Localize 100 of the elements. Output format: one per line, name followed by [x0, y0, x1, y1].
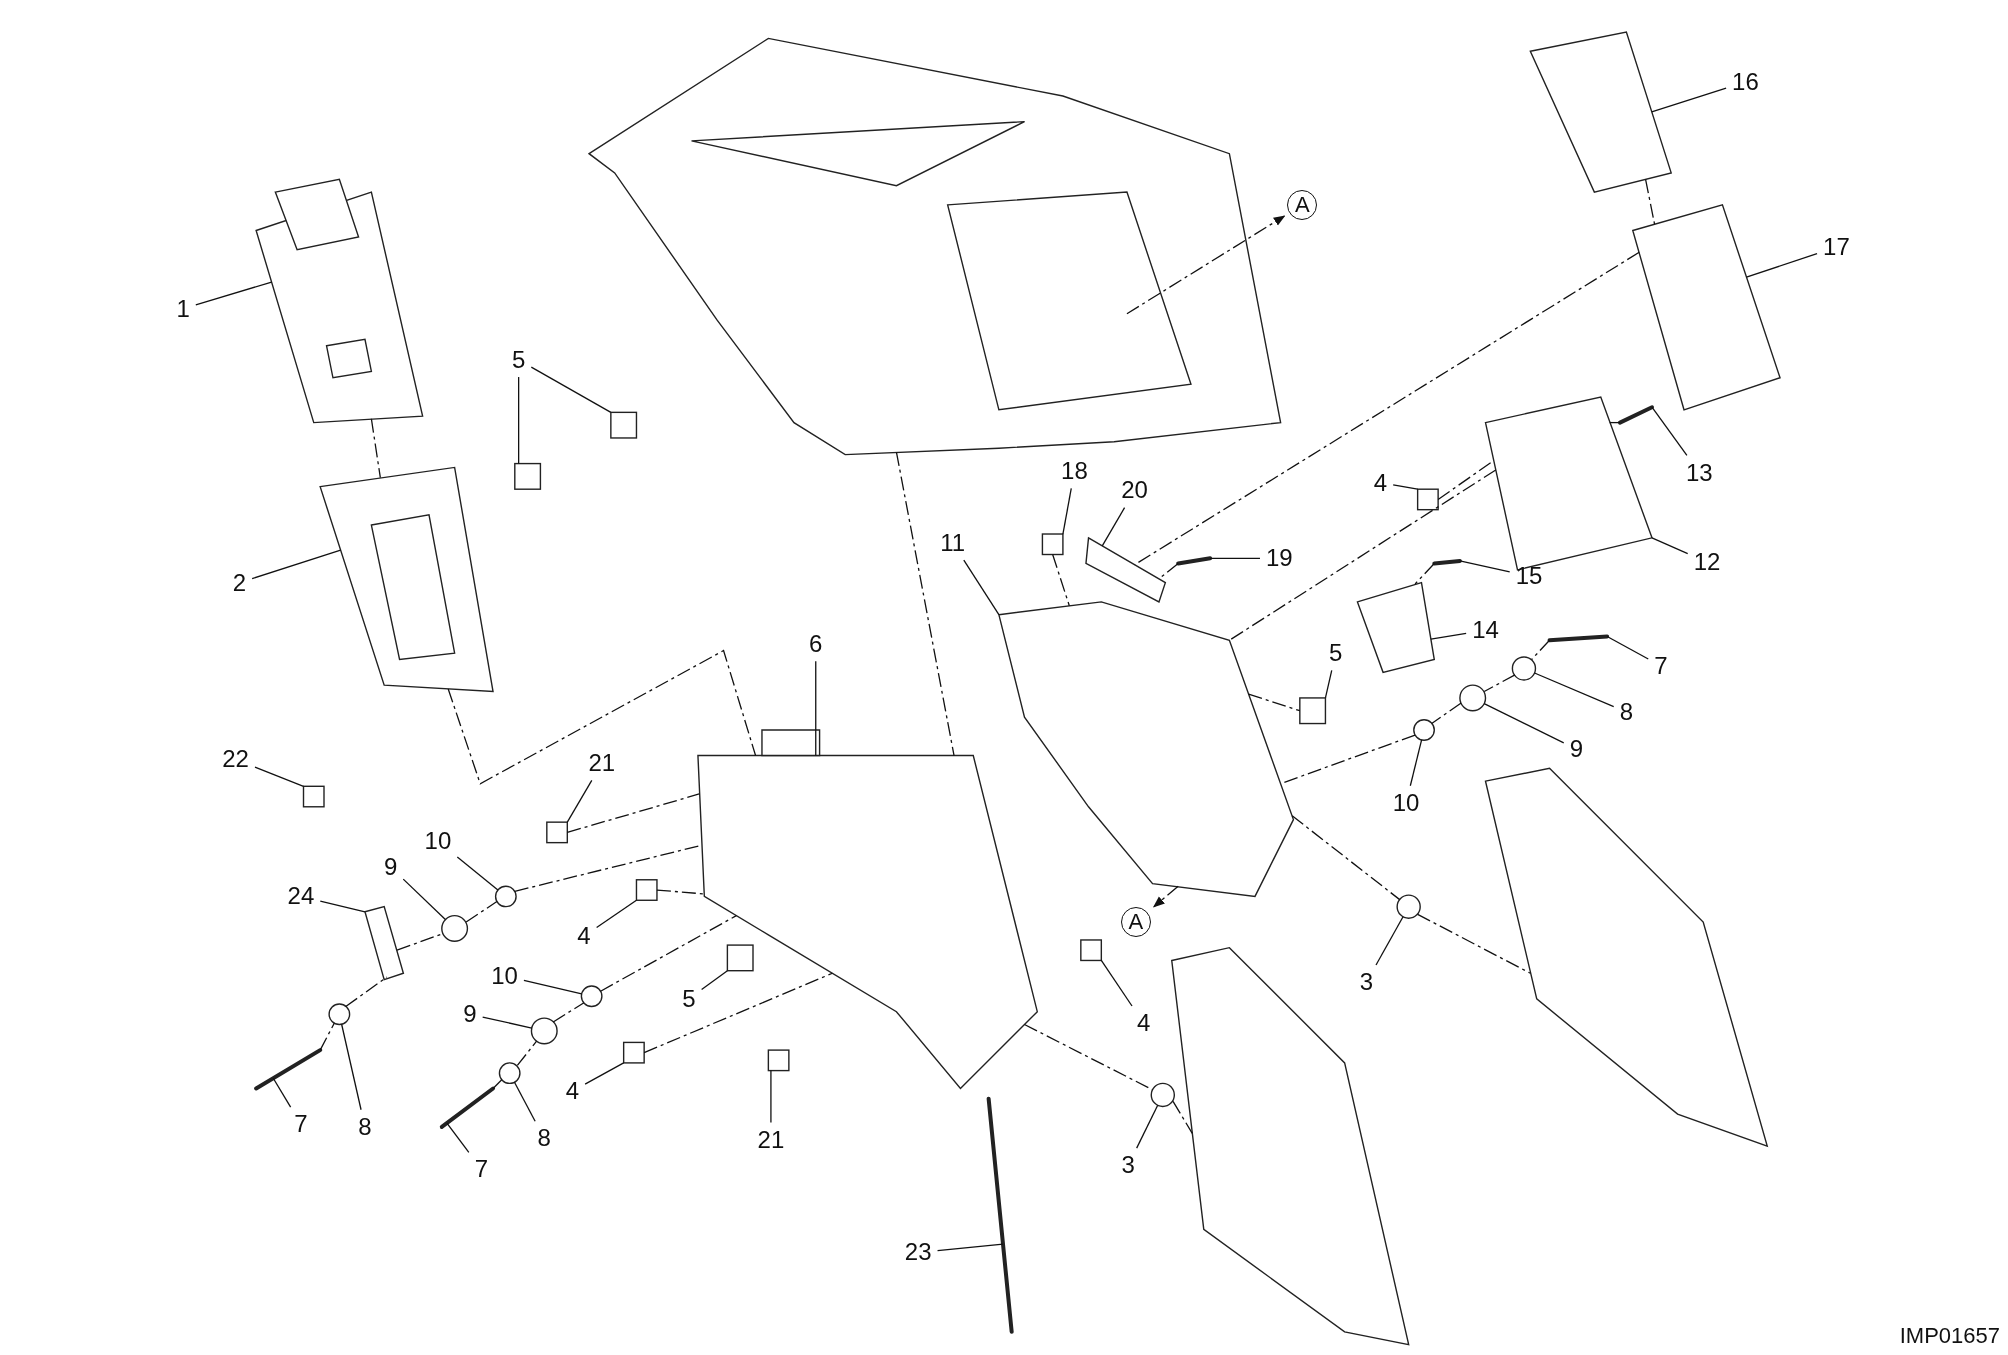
clip-drawing	[635, 879, 658, 901]
callout-number: 4	[574, 921, 594, 951]
side-cover-drawing	[1484, 767, 1769, 1148]
side-cover-drawing	[1171, 946, 1410, 1346]
connector-drawing	[726, 944, 754, 972]
assembly-line	[1483, 674, 1516, 693]
callout-number: 1	[173, 294, 193, 323]
control-unit-drawing	[255, 178, 424, 424]
bolt-drawing	[1547, 634, 1610, 643]
clip-drawing	[302, 785, 325, 808]
bracket-drawing	[1085, 536, 1167, 603]
callout-number: 10	[421, 827, 455, 856]
callout-number: 5	[508, 345, 529, 375]
leader-line	[482, 1016, 533, 1029]
leader-line	[1483, 702, 1565, 744]
callout-number: 24	[284, 882, 318, 911]
leader-line	[1651, 406, 1688, 456]
assembly-line	[1417, 913, 1531, 974]
leader-line	[272, 1077, 292, 1108]
assembly-line	[1609, 421, 1621, 424]
callout-number: 4	[1133, 1009, 1154, 1038]
leader-line	[1209, 557, 1261, 559]
clip-drawing	[622, 1041, 645, 1064]
cable-tie-drawing	[986, 1096, 1014, 1334]
callout-number: 4	[562, 1076, 583, 1106]
callout-number: 5	[679, 984, 699, 1014]
callout-number: 19	[1263, 544, 1296, 573]
leader-line	[402, 878, 447, 921]
callout-number: 4	[1370, 468, 1391, 497]
leader-line	[319, 900, 366, 913]
assembly-line	[492, 1078, 503, 1090]
bolt-drawing	[1617, 405, 1654, 425]
callout-number: 9	[1566, 734, 1587, 764]
leader-line	[1375, 916, 1404, 966]
assembly-line	[465, 900, 498, 923]
assembly-line	[1414, 562, 1435, 585]
assembly-line	[1133, 251, 1640, 566]
bolt-drawing	[1176, 556, 1213, 566]
callout-number: 12	[1690, 548, 1724, 577]
callout-number: 10	[488, 961, 521, 990]
bolt-drawing	[439, 1086, 496, 1129]
connector-drawing	[514, 462, 542, 490]
washer-drawing	[498, 1062, 521, 1085]
callout-number: 3	[1118, 1151, 1138, 1180]
callout-number: 7	[1651, 651, 1671, 681]
connector-drawing	[610, 411, 638, 439]
callout-number: 23	[901, 1238, 935, 1267]
assembly-line	[599, 915, 737, 992]
bracket-drawing	[364, 905, 405, 981]
leader-line	[195, 281, 273, 306]
battery-holder-drawing	[697, 729, 1039, 1090]
module-drawing	[1529, 31, 1673, 193]
assembly-line	[1530, 639, 1551, 661]
leader-line	[1100, 959, 1133, 1007]
bushing-drawing	[1413, 719, 1435, 741]
leader-line	[254, 766, 305, 787]
bushing-drawing	[494, 885, 517, 908]
washer-drawing	[1511, 656, 1537, 681]
frame-drawing	[587, 37, 1282, 456]
assembly-line	[319, 1022, 335, 1051]
view-reference-marker: A	[1120, 907, 1151, 938]
grommet-drawing	[1459, 684, 1487, 712]
callout-number: 16	[1729, 67, 1762, 97]
leader-line	[1651, 87, 1727, 113]
callout-number: 2	[229, 568, 250, 597]
assembly-line	[1247, 693, 1301, 712]
grommet-drawing	[530, 1017, 558, 1045]
bushing-drawing	[580, 985, 603, 1008]
leader-line	[963, 559, 1000, 616]
assembly-line	[1172, 1100, 1193, 1134]
leader-line	[456, 856, 499, 891]
clip-drawing	[546, 821, 568, 844]
callout-number: 18	[1058, 457, 1091, 486]
assembly-line	[1644, 178, 1656, 225]
assembly-line	[1437, 460, 1494, 501]
assembly-line	[1023, 1023, 1154, 1091]
leader-line	[518, 376, 520, 465]
clip-drawing	[1041, 533, 1064, 556]
callout-number: 21	[585, 749, 619, 778]
clip-drawing	[767, 1049, 790, 1072]
bolt-drawing	[1432, 558, 1462, 566]
assembly-line	[643, 972, 834, 1054]
callout-number: 14	[1469, 615, 1502, 645]
callout-number: 8	[1616, 697, 1637, 727]
leader-line	[584, 1062, 625, 1085]
holder-drawing	[319, 466, 494, 693]
assembly-line	[566, 793, 700, 834]
callout-number: 3	[1356, 968, 1377, 997]
leader-line	[815, 660, 817, 757]
callout-number: 9	[460, 1000, 480, 1029]
leader-line	[1136, 1104, 1159, 1149]
grommet-drawing	[1396, 894, 1421, 919]
arrow	[1126, 215, 1286, 315]
assembly-line	[370, 418, 381, 479]
connector-drawing	[1299, 697, 1327, 725]
arrow	[1153, 885, 1179, 908]
leader-line	[446, 1122, 470, 1153]
callout-number: 5	[1326, 638, 1346, 668]
callout-number: 10	[1389, 788, 1423, 818]
assembly-line	[656, 889, 704, 895]
